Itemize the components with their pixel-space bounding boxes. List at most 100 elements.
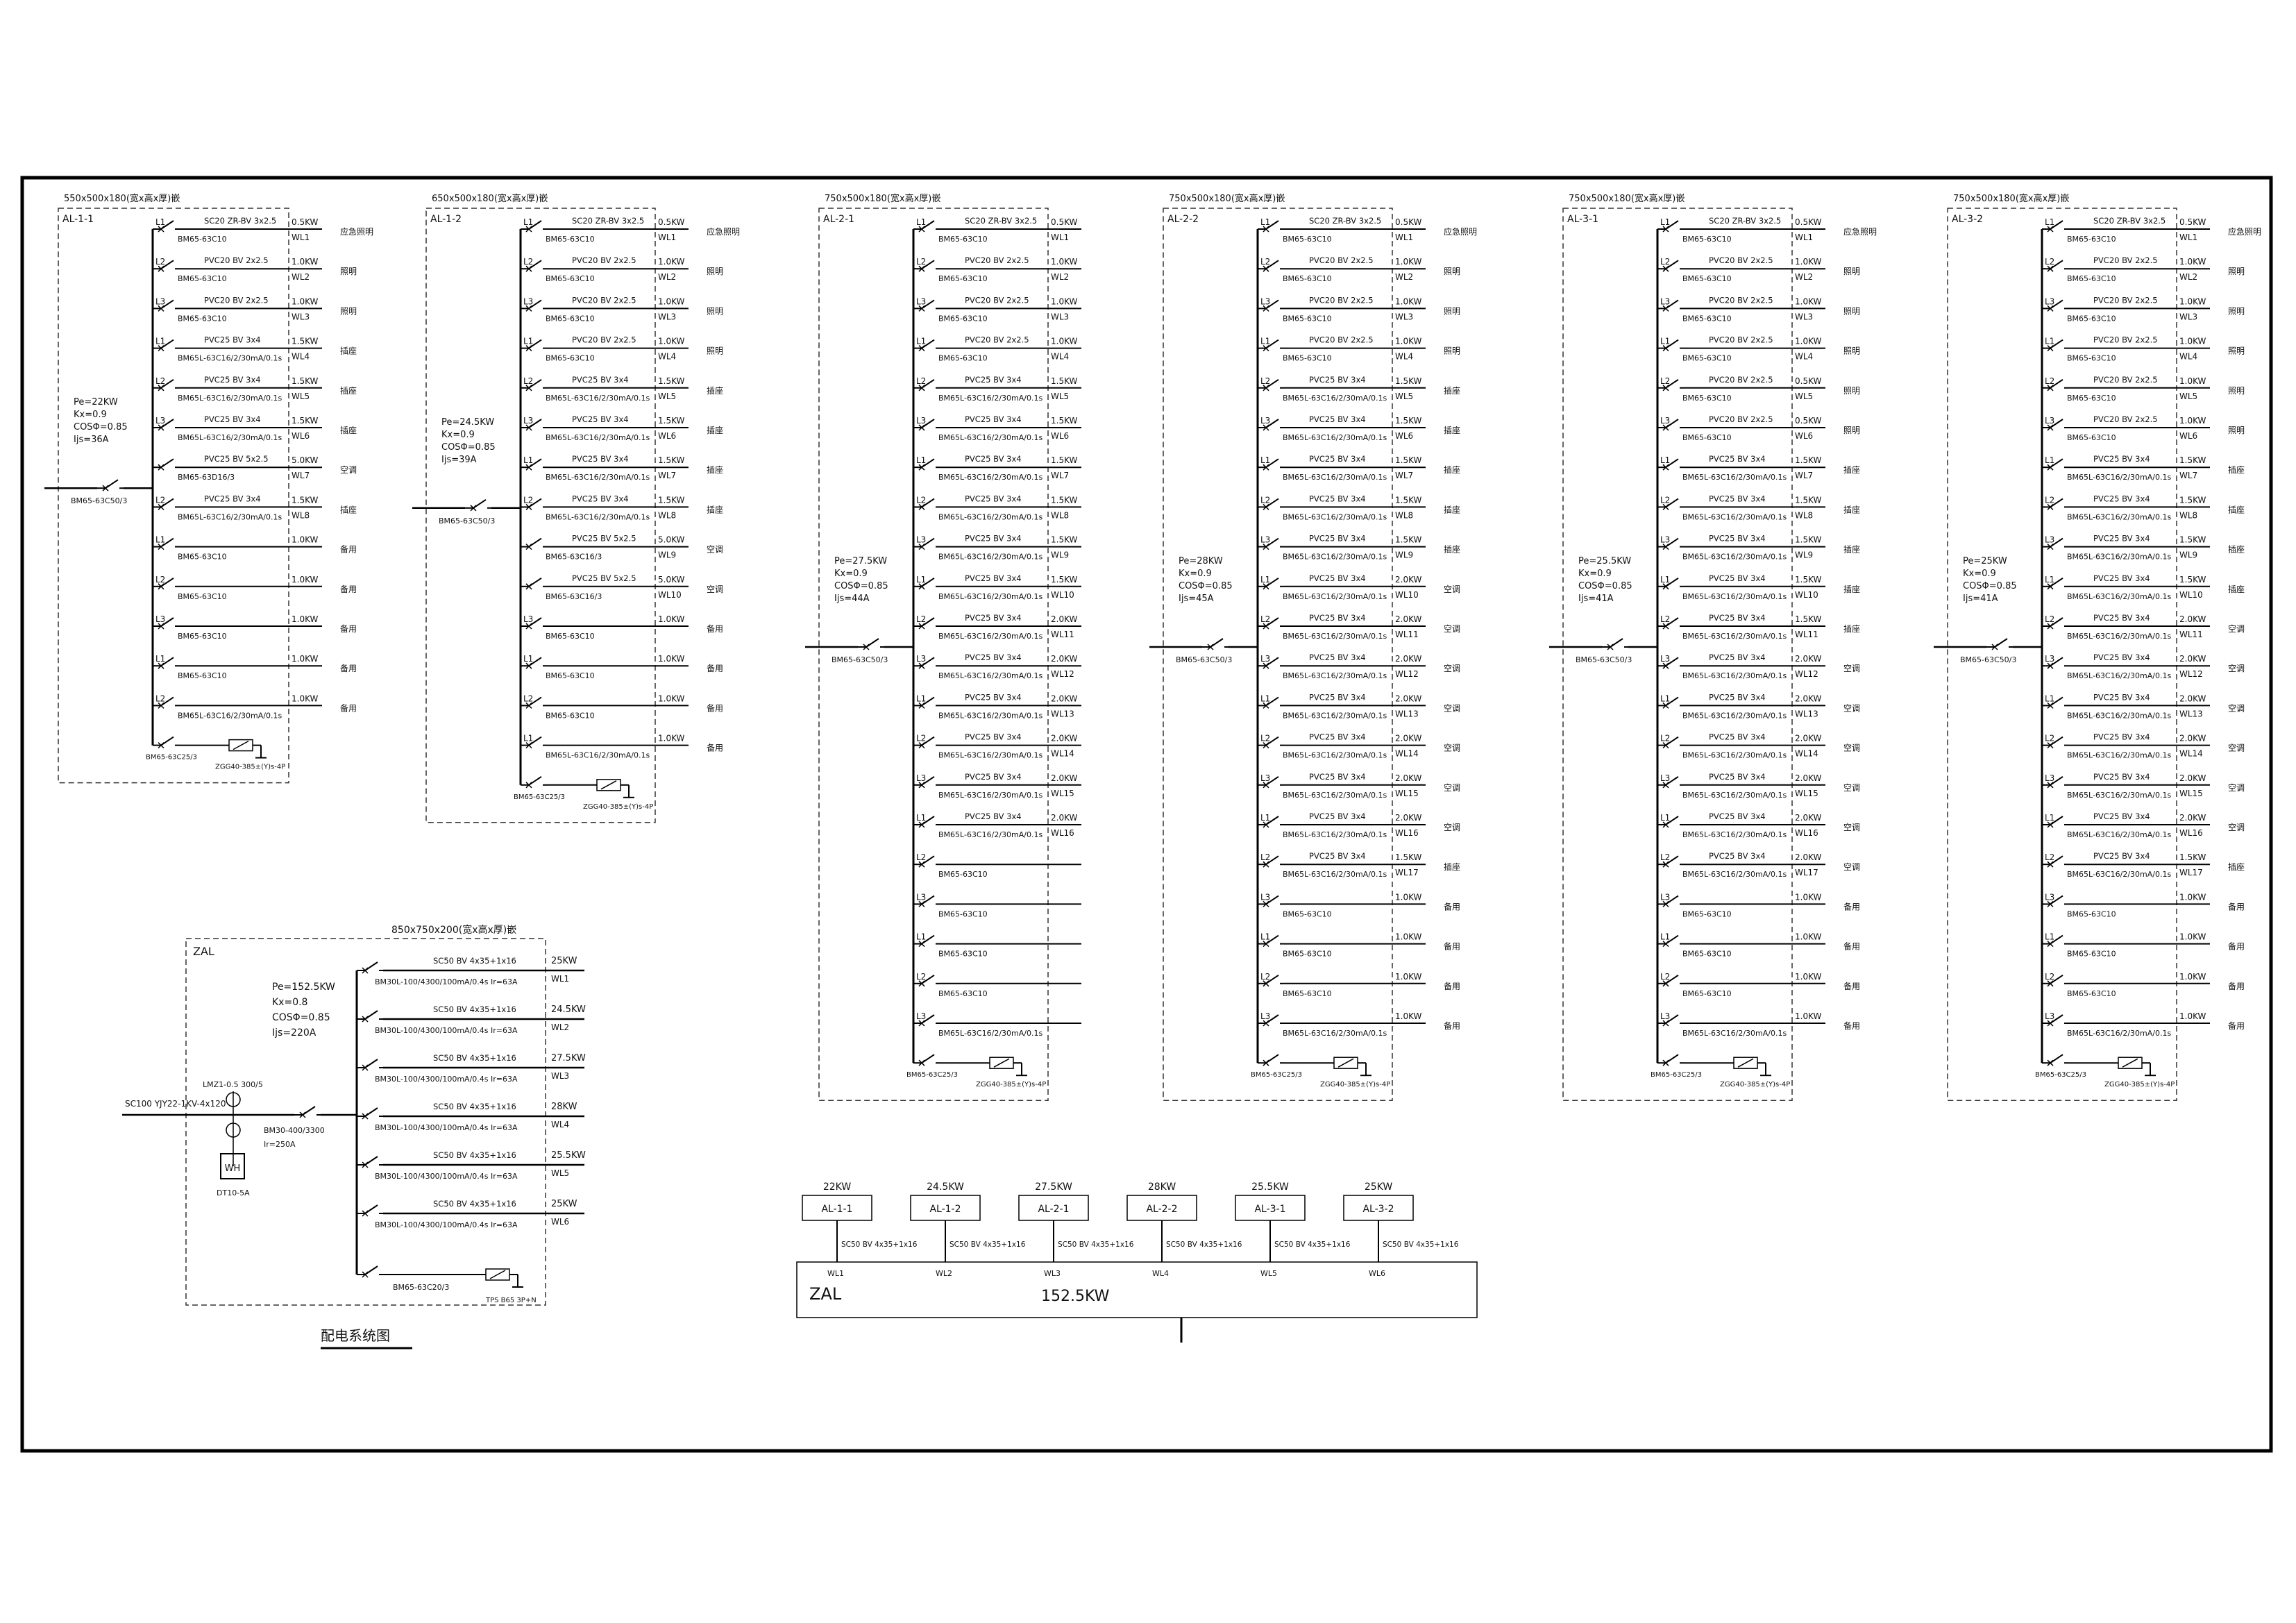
circuit-wl: WL1: [1395, 233, 1413, 242]
circuit-cable: PVC25 BV 3x4: [204, 335, 261, 345]
circuit-wl: WL6: [1795, 431, 1813, 441]
circuit-wl: WL3: [1795, 312, 1813, 321]
circuit-power: 2.0KW: [1795, 852, 1822, 862]
panel-al-2-2: 750x500x180(宽x高x厚)嵌AL-2-2Pe=28KWKx=0.9CO…: [1149, 193, 1477, 1101]
circuit-phase: L3: [1660, 535, 1670, 545]
breaker-cross-icon: [158, 345, 164, 352]
circuit-power: 1.0KW: [2179, 416, 2206, 426]
circuit-use: 空调: [1843, 783, 1860, 793]
circuit-power: 1.0KW: [292, 654, 319, 664]
circuit-phase: L1: [523, 217, 533, 227]
circuit-breaker-model: BM65-63C10: [938, 870, 988, 879]
panel-parameter: Pe=27.5KW: [834, 556, 887, 566]
circuit-power: 1.0KW: [1051, 337, 1078, 346]
breaker-cross-icon: [918, 226, 925, 233]
circuit-phase: L3: [155, 614, 165, 624]
circuit-breaker-model: BM65L-63C16/2/30mA/0.1s: [938, 830, 1043, 839]
circuit-phase: L3: [1260, 296, 1270, 306]
circuit-breaker-model: BM65-63C10: [178, 274, 227, 283]
circuit-phase: L1: [916, 337, 926, 346]
circuit-power: 2.0KW: [1051, 654, 1078, 664]
circuit-power: 2.0KW: [1395, 654, 1422, 664]
circuit-cable: PVC25 BV 3x4: [572, 494, 629, 503]
circuit-breaker-model: BM65-63C10: [1283, 314, 1332, 323]
circuit-breaker-model: BM65L-63C16/2/30mA/0.1s: [2067, 830, 2171, 839]
circuit-phase: L1: [155, 217, 165, 227]
circuit-use: 照明: [340, 267, 357, 276]
circuit-phase: L2: [2045, 852, 2054, 862]
panel-size-label: 750x500x180(宽x高x厚)嵌: [1169, 193, 1285, 204]
circuit-breaker-model: BM65-63C10: [938, 235, 988, 244]
circuit-use: 照明: [2228, 306, 2245, 316]
circuit-cable: PVC25 BV 3x4: [965, 414, 1022, 424]
circuit-power: 1.5KW: [292, 495, 319, 505]
circuit-breaker-model: BM65-63C10: [178, 592, 227, 601]
circuit-phase: L3: [1260, 892, 1270, 902]
circuit-use: 备用: [2228, 942, 2245, 952]
zal-id: ZAL: [193, 945, 214, 958]
circuit-breaker-model: BM65L-63C16/2/30mA/0.1s: [178, 433, 282, 442]
zal-parameter: Pe=152.5KW: [272, 982, 335, 993]
drawing-title: 配电系统图: [321, 1327, 390, 1344]
circuit-phase: L1: [2045, 813, 2054, 823]
circuit-cable: SC20 ZR-BV 3x2.5: [965, 216, 1037, 226]
feeder-power: 24.5KW: [551, 1004, 586, 1015]
circuit-phase: L2: [916, 734, 926, 743]
circuit-phase: L1: [916, 813, 926, 823]
circuit-power: 1.0KW: [292, 693, 319, 703]
circuit-power: 1.0KW: [1795, 972, 1822, 982]
breaker-cross-icon: [2047, 861, 2054, 868]
circuit-phase: L3: [1260, 416, 1270, 426]
riser-subpanel-name: AL-1-1: [821, 1204, 852, 1215]
panel-size-label: 750x500x180(宽x高x厚)嵌: [825, 193, 940, 204]
circuit-phase: L1: [2045, 575, 2054, 585]
circuit-wl: WL17: [2179, 868, 2203, 877]
circuit-phase: L2: [1660, 376, 1670, 386]
circuit-phase: L2: [523, 495, 533, 505]
circuit-phase: L1: [916, 217, 926, 227]
circuit-power: 1.0KW: [1395, 296, 1422, 306]
circuit-cable: PVC20 BV 2x2.5: [1709, 375, 1773, 385]
circuit-cable: PVC25 BV 5x2.5: [204, 454, 269, 464]
surge-breaker-model: BM65-63C25/3: [1651, 1071, 1702, 1079]
breaker-cross-icon: [362, 1210, 369, 1217]
circuit-use: 空调: [707, 585, 723, 594]
riser-subpanel-power: 22KW: [823, 1181, 851, 1193]
panel-size-label: 750x500x180(宽x高x厚)嵌: [1569, 193, 1685, 204]
circuit-phase: L1: [2045, 932, 2054, 942]
breaker-cross-icon: [158, 662, 164, 669]
circuit-phase: L3: [2045, 535, 2054, 545]
circuit-wl: WL9: [2179, 550, 2197, 560]
breaker-cross-icon: [918, 861, 925, 868]
breaker-cross-icon: [863, 644, 870, 650]
circuit-breaker-model: BM65-63C10: [1682, 950, 1732, 959]
circuit-power: 1.0KW: [1395, 972, 1422, 982]
circuit-use: 照明: [2228, 346, 2245, 356]
circuit-wl: WL16: [1395, 828, 1419, 838]
circuit-use: 照明: [1843, 426, 1860, 435]
circuit-breaker-model: BM65L-63C16/2/30mA/0.1s: [2067, 512, 2171, 521]
circuit-wl: WL8: [2179, 510, 2197, 520]
breaker-cross-icon: [1662, 385, 1669, 392]
panel-parameter: Kx=0.9: [1963, 569, 1996, 579]
zal-feeder: SC50 BV 4x35+1x16BM30L-100/4300/100mA/0.…: [357, 1102, 584, 1132]
circuit-use: 备用: [1444, 902, 1460, 911]
circuit-cable: PVC25 BV 3x4: [1709, 454, 1766, 464]
circuit-breaker-model: BM65L-63C16/2/30mA/0.1s: [1283, 711, 1387, 720]
breaker-cross-icon: [2047, 583, 2054, 590]
circuit-phase: L3: [916, 296, 926, 306]
